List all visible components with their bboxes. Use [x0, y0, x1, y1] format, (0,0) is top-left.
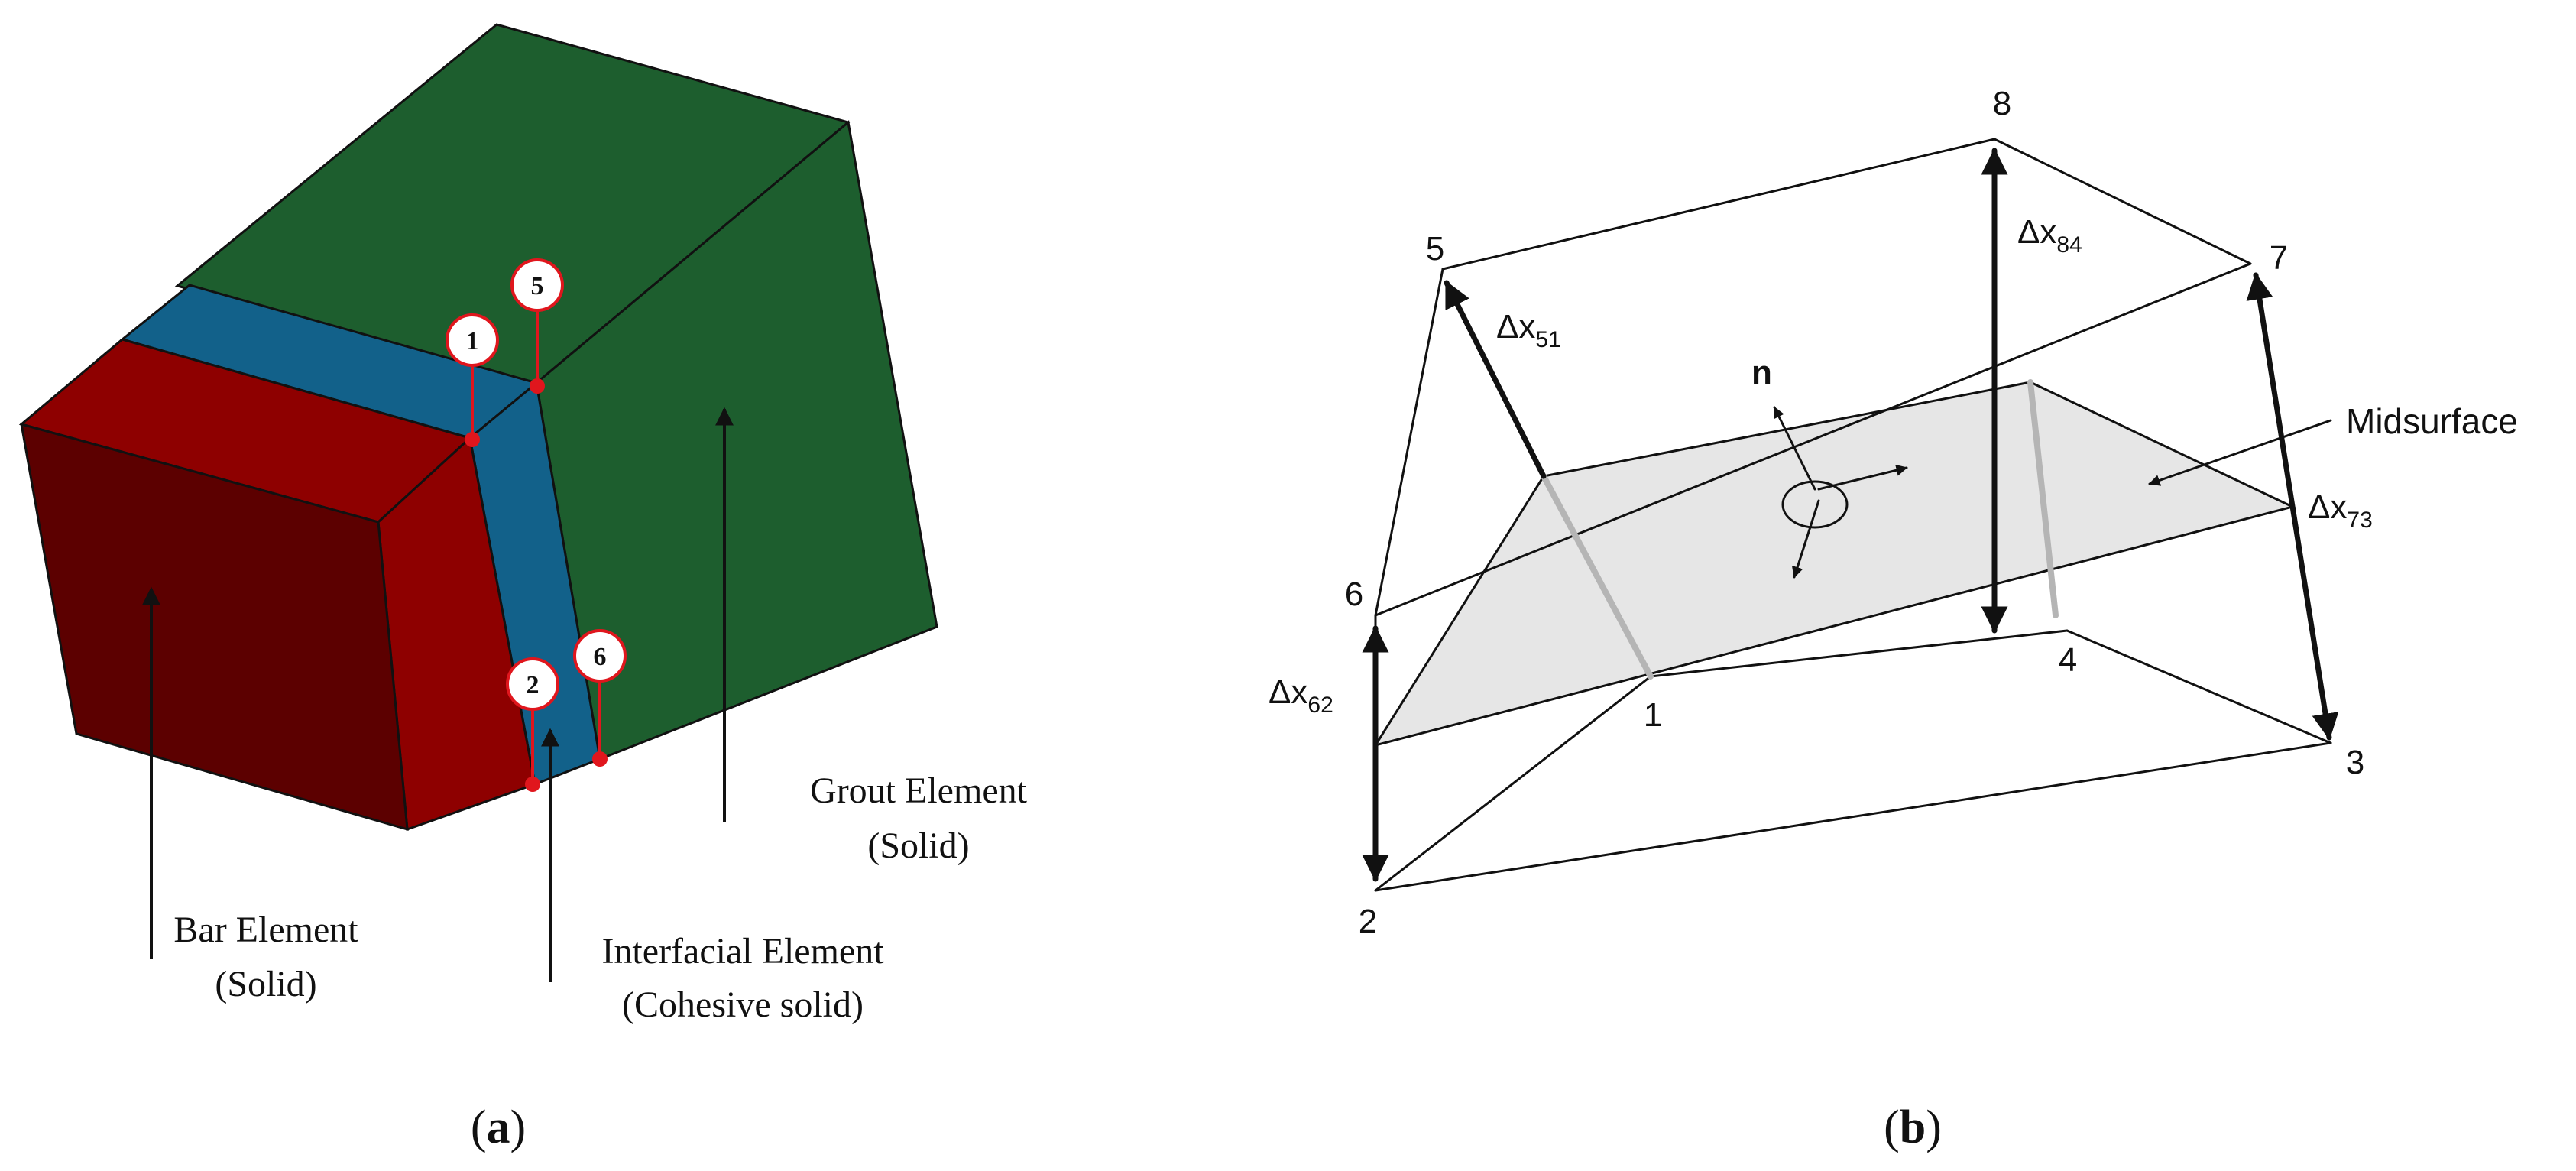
panel-b-labels: 5 8 7 6 1 4 3 2 Δx51 Δx84 Δx73 Δx62 n Mi…: [1269, 85, 2518, 1153]
delta-x73-arrow: [2246, 272, 2339, 741]
corner-7-label: 7: [2270, 239, 2288, 277]
node-6-label: 6: [594, 643, 607, 671]
node-6-marker: 6: [573, 629, 627, 767]
panel-a-label: (a): [471, 1101, 526, 1153]
panel-a: 1 5 2 6 Bar Element (Solid) Interfacial …: [18, 23, 1028, 1153]
delta-x73-label: Δx73: [2308, 488, 2373, 533]
node-1-label: 1: [466, 327, 479, 355]
corner-2-label: 2: [1359, 903, 1377, 940]
interfacial-element-label: Interfacial Element: [601, 931, 884, 972]
corner-1-label: 1: [1644, 696, 1662, 734]
director-1-grey: [1541, 473, 1654, 680]
normal-label: n: [1751, 354, 1772, 391]
corner-6-label: 6: [1345, 576, 1363, 613]
node-1-marker: 1: [446, 313, 499, 447]
bar-element: [18, 338, 536, 832]
delta-x84-label: Δx84: [2017, 213, 2082, 258]
node-2-label: 2: [527, 671, 540, 699]
midsurface-label: Midsurface: [2346, 401, 2518, 441]
midsurface-pointer-arrow: [2148, 419, 2332, 486]
grout-element-sublabel: (Solid): [867, 826, 969, 866]
delta-x51-arrow: [1444, 280, 1547, 479]
node-5-label: 5: [531, 272, 544, 300]
node-2-marker: 2: [506, 657, 559, 792]
grout-element-label: Grout Element: [810, 770, 1028, 811]
corner-8-label: 8: [1993, 85, 2011, 122]
delta-x51-label: Δx51: [1496, 308, 1561, 352]
director-4-grey: [2027, 379, 2059, 618]
bar-element-label: Bar Element: [173, 910, 358, 950]
bar-front-face: [20, 422, 409, 832]
panel-b-label: (b): [1884, 1101, 1942, 1153]
corner-4-label: 4: [2059, 641, 2077, 679]
interfacial-element-sublabel: (Cohesive solid): [622, 984, 864, 1025]
corner-5-label: 5: [1426, 230, 1444, 268]
corner-3-label: 3: [2346, 744, 2364, 781]
node-5-marker: 5: [510, 258, 564, 394]
delta-x62-label: Δx62: [1269, 673, 1333, 718]
panel-b: [1362, 138, 2339, 892]
top-face: [1374, 138, 2252, 617]
bar-element-sublabel: (Solid): [215, 964, 316, 1004]
midsurface: [1372, 381, 2296, 748]
normal-vector-icon: [1773, 406, 1908, 579]
